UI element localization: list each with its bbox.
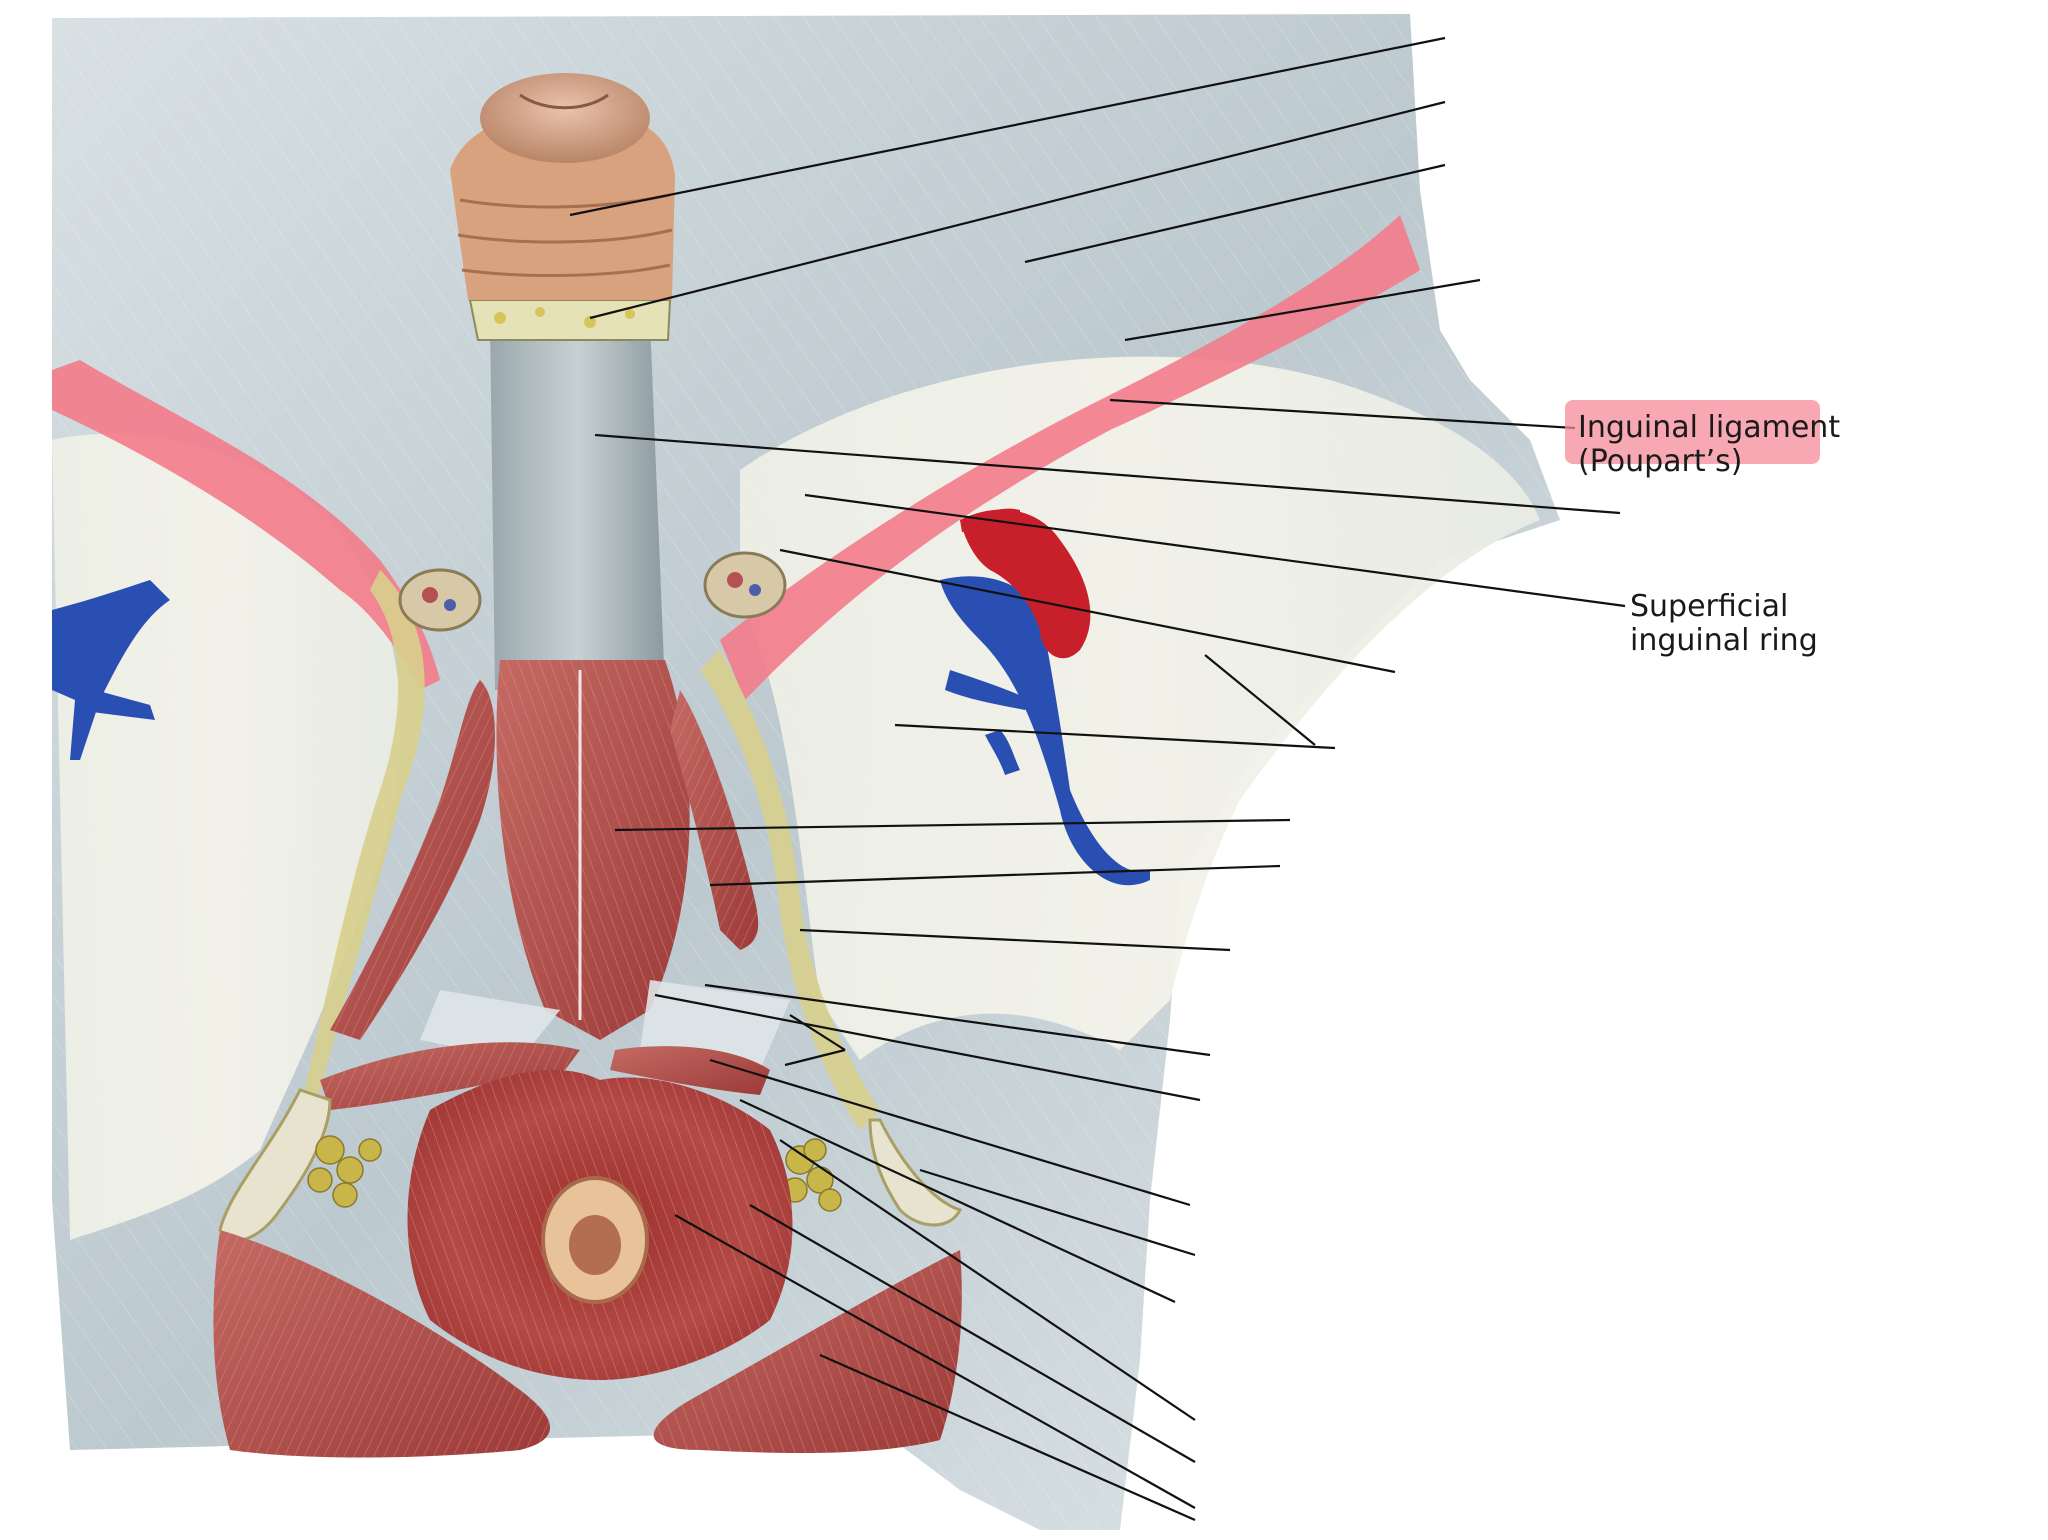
ischial-pad-right [868, 1118, 963, 1227]
penile-shaft [490, 320, 665, 690]
leader-4 [1124, 278, 1481, 342]
leader-11 [614, 818, 1291, 832]
ischioanal-fat-left [307, 1135, 382, 1208]
leader-22 [674, 1214, 1196, 1509]
leader-1 [569, 36, 1446, 217]
femoral-artery-right [960, 509, 1091, 659]
spermatic-cord-left [398, 568, 482, 632]
left-thigh [52, 433, 401, 1241]
fat-right [700, 650, 880, 1130]
leader-9 [1204, 654, 1316, 746]
inguinal-ligament-left [52, 360, 440, 690]
leader-21 [749, 1204, 1196, 1463]
glans [480, 73, 650, 163]
leader-superficial-ring [804, 493, 1626, 608]
spermatic-cord-right [703, 551, 787, 619]
saphenous-vein-left [52, 580, 170, 760]
fat-left [300, 570, 425, 1110]
inguinal-ligament-highlight [1565, 400, 1820, 464]
leader-18 [919, 1168, 1196, 1257]
label-inguinal-ligament-line2: (Poupart’s) [1578, 444, 1743, 479]
leader-12 [709, 864, 1281, 887]
leader-14 [704, 983, 1211, 1057]
leader-10 [894, 723, 1336, 750]
leader-17 [709, 1058, 1191, 1207]
transverse-perineal-right [610, 1046, 770, 1095]
leader-3 [1024, 163, 1446, 264]
leader-lines [569, 36, 1626, 1522]
leader-13 [799, 928, 1231, 952]
leader-8 [779, 548, 1396, 674]
leader-16b [784, 1048, 846, 1067]
label-superficial-ring-line2: inguinal ring [1630, 623, 1818, 658]
leader-2 [589, 100, 1446, 320]
label-superficial-ring: Superficial inguinal ring [1630, 590, 1818, 658]
label-superficial-ring-line1: Superficial [1630, 589, 1789, 624]
leader-20 [779, 1139, 1196, 1421]
leader-23 [819, 1353, 1196, 1522]
leader-6 [594, 433, 1621, 515]
leader-ing-lig [1109, 398, 1576, 430]
label-inguinal-ligament: Inguinal ligament (Poupart’s) [1578, 411, 1840, 479]
leader-19 [739, 1099, 1176, 1303]
leader-15 [654, 993, 1201, 1102]
label-inguinal-ligament-line1: Inguinal ligament [1578, 410, 1841, 445]
perineal-membrane-left [420, 990, 560, 1060]
right-thigh [740, 356, 1540, 1060]
femoral-vein-right [940, 576, 1150, 886]
leader-16 [789, 1014, 846, 1051]
inguinal-ligament-right [720, 215, 1420, 700]
